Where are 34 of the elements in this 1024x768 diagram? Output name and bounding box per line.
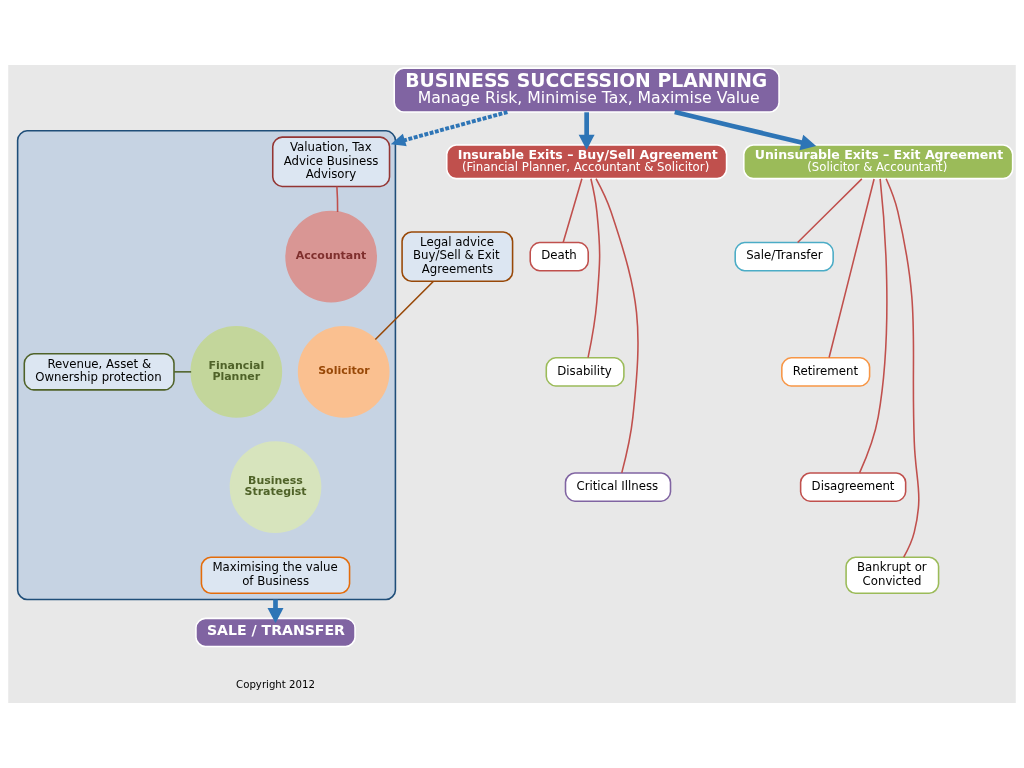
connector — [587, 178, 601, 359]
connector — [796, 178, 863, 244]
connector — [562, 178, 583, 244]
connector — [336, 185, 339, 213]
node-circle: Business Strategist — [229, 441, 322, 533]
connector — [858, 178, 888, 474]
node-box: BUSINESS SUCCESSION PLANNING Manage Risk, Minimise Tax, Maximise Value — [393, 67, 780, 113]
node-box: Critical Illness — [564, 472, 672, 502]
node-box: Retirement — [781, 356, 871, 387]
node-circle: Solicitor — [297, 326, 390, 418]
label: Copyright 2012 — [236, 679, 315, 691]
arrow — [390, 110, 508, 147]
connector — [374, 280, 434, 341]
node-box: Uninsurable Exits – Exit Agreement (Solicitor & Accountant) — [743, 144, 1014, 180]
node-box: Disability — [545, 356, 625, 387]
node-box: Disagreement — [799, 472, 907, 502]
node-circle: Financial Planner — [190, 326, 283, 418]
node-circle: Accountant — [285, 210, 377, 303]
arrow — [578, 112, 595, 150]
node-box: SALE / TRANSFER — [195, 617, 356, 648]
node-box: Death — [529, 241, 589, 272]
node-box: Maximising the value of Business — [200, 556, 351, 595]
connector — [828, 178, 875, 359]
connector — [885, 177, 920, 558]
node-box: Revenue, Asset & Ownership protection — [23, 353, 175, 391]
connector — [595, 177, 639, 474]
node-box: Sale/Transfer — [734, 241, 834, 272]
node-box: Insurable Exits – Buy/Sell Agreement (Financial Planner, Accountant & Solicitor) — [445, 144, 728, 180]
arrow — [674, 109, 817, 151]
node-box: Legal advice Buy/Sell & Exit Agreements — [401, 231, 514, 283]
node-box: Bankrupt or Convicted — [845, 556, 940, 595]
node-box: Valuation, Tax Advice Business Advisory — [271, 136, 391, 188]
cluster — [16, 130, 397, 601]
connector — [173, 371, 192, 373]
